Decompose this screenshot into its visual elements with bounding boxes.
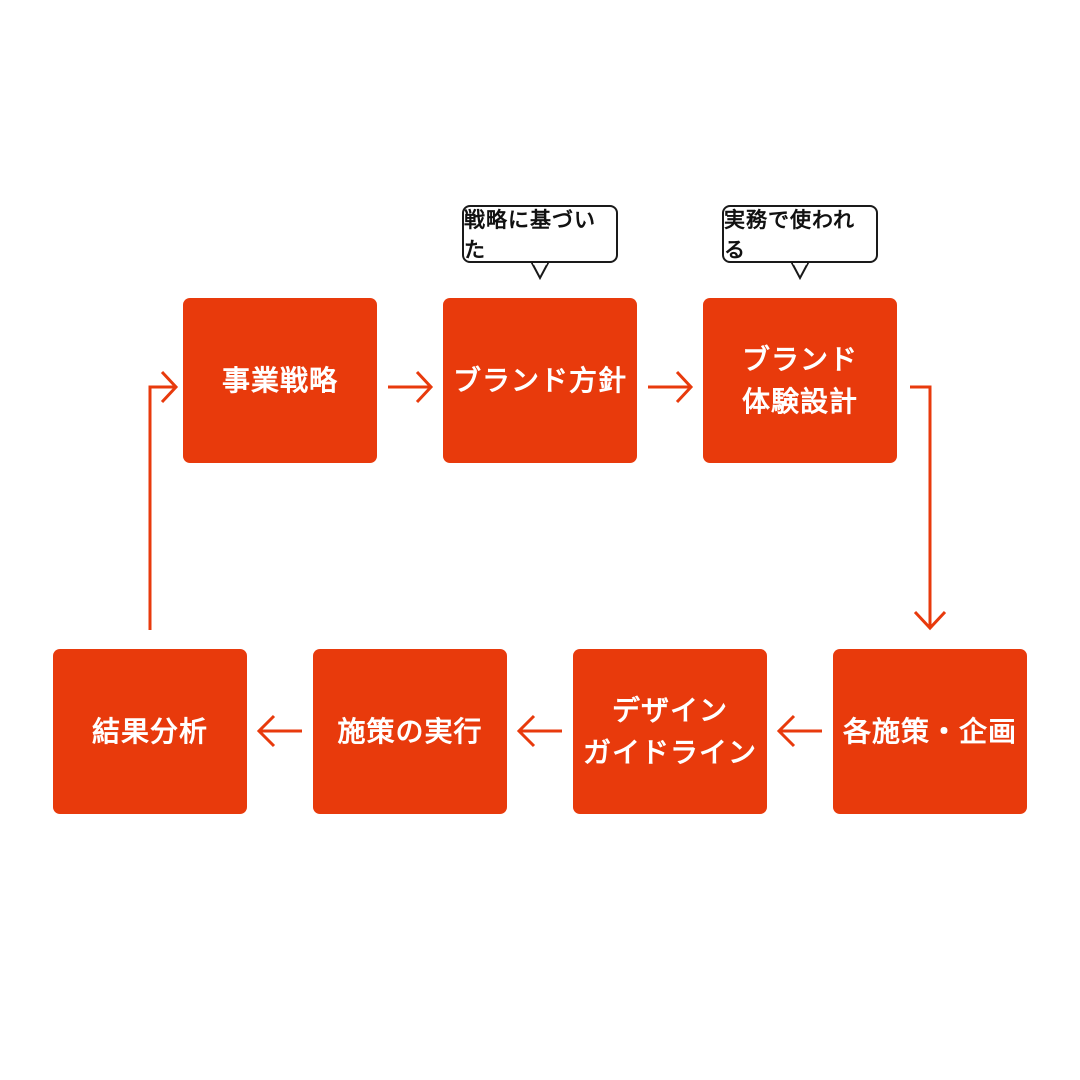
callout-tail-strategy	[530, 261, 550, 281]
arrow-experience-to-planning	[910, 385, 947, 631]
box-measures-planning-label: 各施策・企画	[842, 714, 1017, 748]
box-business-strategy: 事業戦略	[183, 298, 377, 463]
arrow-guideline-to-execution	[516, 714, 562, 748]
callout-practical-use: 実務で使われる	[722, 205, 878, 263]
arrow-planning-to-guideline	[776, 714, 822, 748]
arrow-analysis-to-strategy	[148, 370, 179, 630]
box-execution-label: 施策の実行	[337, 714, 483, 748]
box-business-strategy-label: 事業戦略	[221, 363, 338, 397]
box-design-guideline: デザイン ガイドライン	[573, 649, 767, 814]
box-brand-policy-label: ブランド方針	[452, 363, 627, 397]
box-brand-experience-label-line1: ブランド	[741, 342, 858, 376]
box-result-analysis: 結果分析	[53, 649, 247, 814]
callout-strategy-based: 戦略に基づいた	[462, 205, 618, 263]
box-execution: 施策の実行	[313, 649, 507, 814]
box-result-analysis-label: 結果分析	[91, 714, 208, 748]
callout-practical-use-text: 実務で使われる	[724, 208, 855, 262]
arrow-policy-to-experience	[648, 370, 694, 404]
box-brand-experience-design: ブランド 体験設計	[703, 298, 897, 463]
arrow-execution-to-analysis	[256, 714, 302, 748]
box-design-guideline-label-line1: デザイン	[611, 693, 728, 727]
callout-strategy-based-text: 戦略に基づいた	[464, 208, 596, 262]
arrow-strategy-to-policy	[388, 370, 434, 404]
box-design-guideline-label-line2: ガイドライン	[582, 735, 757, 769]
box-brand-experience-label-line2: 体験設計	[741, 384, 858, 418]
box-brand-policy: ブランド方針	[443, 298, 637, 463]
box-measures-planning: 各施策・企画	[833, 649, 1027, 814]
callout-tail-practical	[790, 261, 810, 281]
